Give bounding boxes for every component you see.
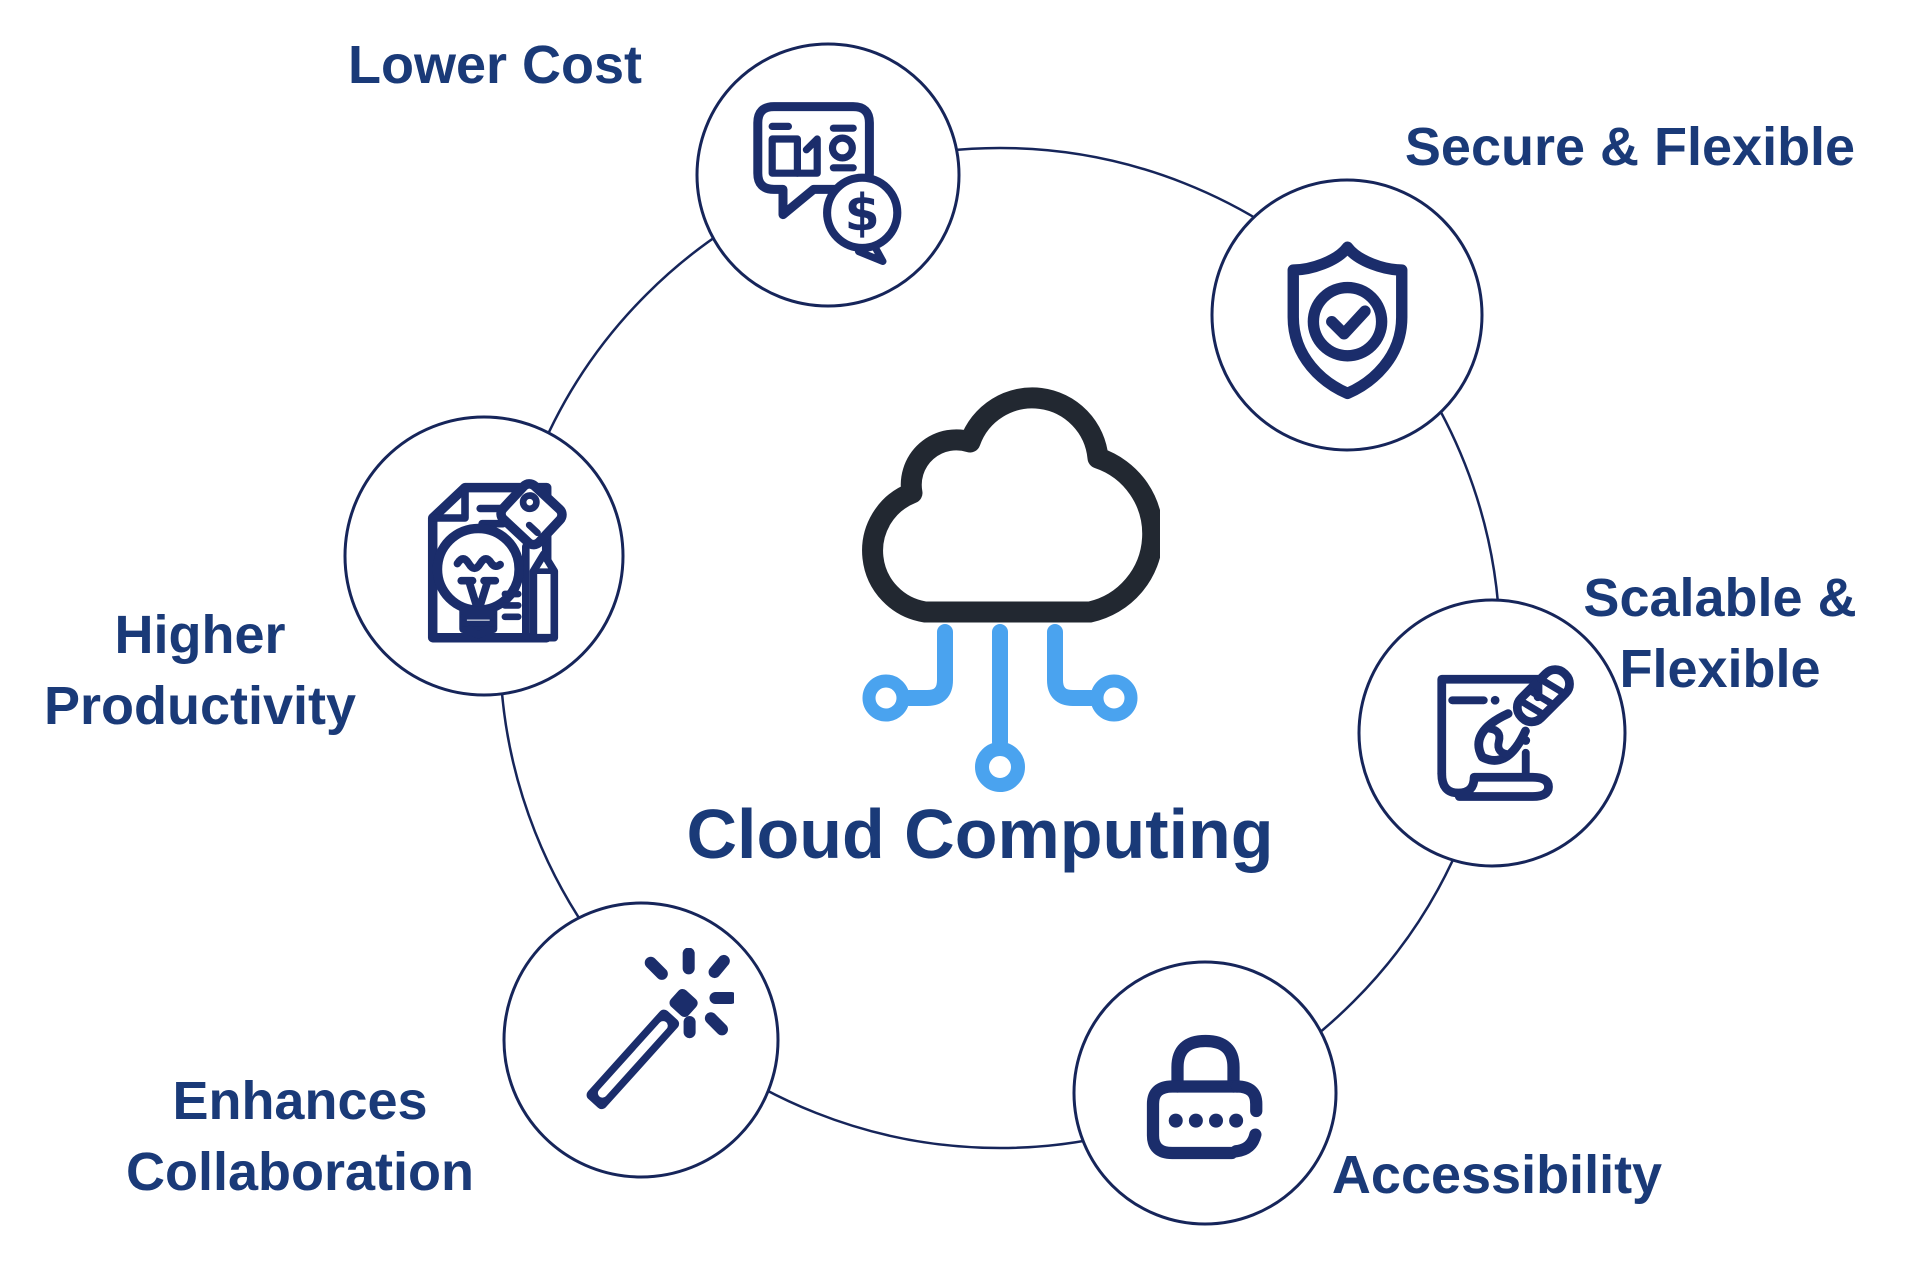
- label-line: Higher: [114, 605, 286, 665]
- scroll-document: [1437, 674, 1553, 801]
- circuit-node-left: [862, 674, 910, 722]
- label-line: Collaboration: [126, 1142, 474, 1203]
- label-line: Enhances: [172, 1071, 428, 1131]
- shield-outline: [1287, 241, 1408, 400]
- idea-document-icon: [427, 479, 567, 643]
- node-circle-secure-flexible: [1210, 178, 1484, 452]
- password-lock-icon: [1146, 1034, 1263, 1160]
- label-lower-cost: Lower Cost: [348, 30, 642, 101]
- diagram-title: Cloud Computing: [686, 795, 1274, 873]
- label-line: Accessibility: [1331, 1145, 1663, 1205]
- sparkle-rays: [644, 948, 734, 1039]
- cloud-icon: [862, 387, 1160, 623]
- circuit-lines-icon: [862, 624, 1138, 792]
- label-line: Scalable &: [1583, 568, 1857, 628]
- lightbulb-icon: [432, 523, 524, 639]
- circuit-node-middle: [975, 742, 1025, 792]
- price-tag-icon: [496, 479, 567, 550]
- check-mark-icon: [1326, 305, 1371, 340]
- dollar-glyph: $: [845, 183, 880, 242]
- label-line: Lower Cost: [347, 35, 643, 95]
- magic-wand-icon: [586, 948, 734, 1110]
- speech-bubble-screen: [753, 102, 874, 220]
- circuit-node-right: [1090, 674, 1138, 722]
- label-line: Secure & Flexible: [1404, 117, 1856, 177]
- wand-body: [586, 988, 698, 1110]
- scroll-brush-icon: [1437, 665, 1574, 801]
- label-accessibility: Accessibility: [1332, 1140, 1662, 1211]
- label-line: Flexible: [1619, 639, 1821, 700]
- label-enhances-collaboration: Enhances Collaboration: [126, 1066, 474, 1209]
- label-line: Productivity: [43, 676, 357, 737]
- dollar-bubble: $: [823, 173, 902, 265]
- money-chat-icon: $: [753, 102, 902, 265]
- check-circle: [1307, 281, 1388, 362]
- lock-shackle: [1171, 1034, 1240, 1093]
- page-detail-dashes: [501, 590, 522, 621]
- pencil-icon: [529, 550, 559, 642]
- paint-brush-icon: [1474, 665, 1574, 765]
- password-dots: [1168, 1113, 1244, 1128]
- shield-check-icon: [1287, 241, 1408, 400]
- cloud-circuit-icon: [862, 387, 1160, 792]
- lock-body: [1146, 1080, 1263, 1160]
- label-higher-productivity: Higher Productivity: [44, 600, 356, 743]
- label-scalable-flexible: Scalable & Flexible: [1583, 563, 1856, 706]
- node-circle-accessibility: [1072, 960, 1338, 1226]
- label-secure-flexible: Secure & Flexible: [1405, 112, 1855, 183]
